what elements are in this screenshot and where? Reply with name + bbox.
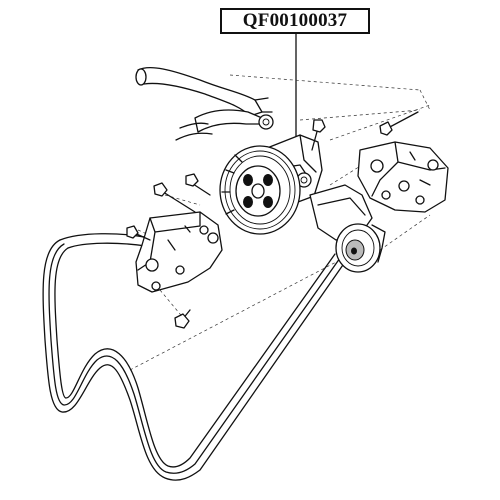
belt-tensioner [309,184,386,273]
bolt-lower [174,309,191,329]
bolt-left-upper [153,182,196,213]
hose [135,67,274,141]
power-steering-pump [219,134,323,235]
label-leader-arrow [291,33,301,152]
bolt-left-side [126,225,151,241]
bolt-right-bracket [379,111,419,136]
bolt-left-mid [185,173,211,196]
part-number-label: QF00100037 [220,8,370,34]
mounting-bracket-left [135,211,223,293]
bolt-pump-top [311,119,326,151]
mounting-bracket-right [357,141,449,213]
